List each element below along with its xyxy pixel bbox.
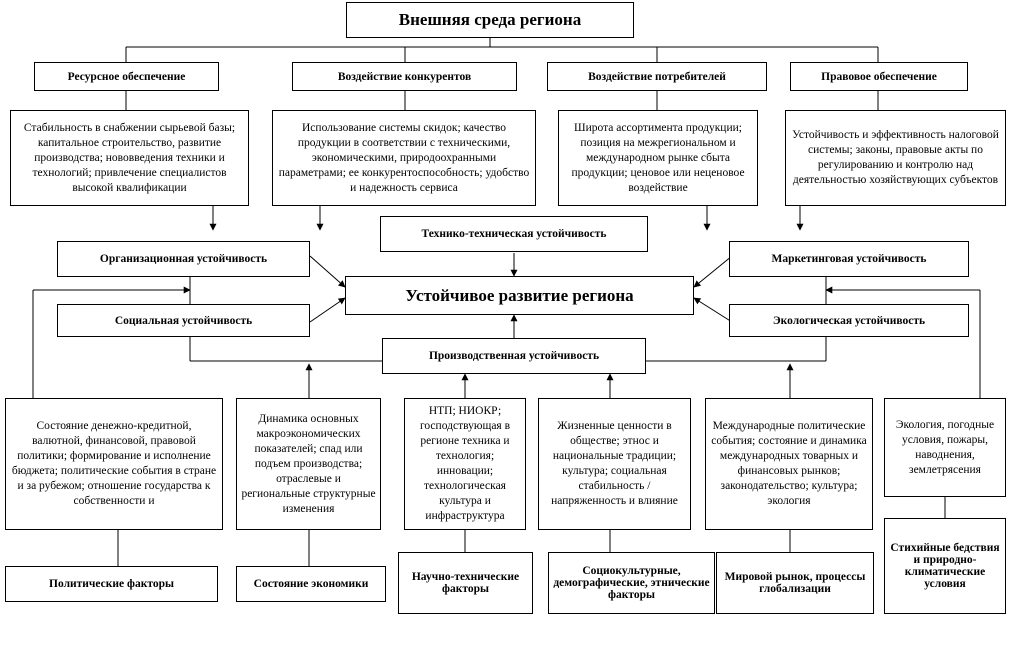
economy-text: Динамика основных макроэкономических пок… xyxy=(241,412,376,515)
economy-factors: Состояние экономики xyxy=(236,566,386,602)
resource-header: Ресурсное обеспечение xyxy=(34,62,219,91)
world-description: Международные политические события; сост… xyxy=(705,398,873,530)
scitech-factors: Научно-технические факторы xyxy=(398,552,533,614)
scitech-description: НТП; НИОКР; господствующая в регионе тех… xyxy=(404,398,526,530)
political-label: Политические факторы xyxy=(49,578,174,590)
ecological-sustainability: Экологическая устойчивость xyxy=(729,304,969,337)
consumers-text: Широта ассортимента продукции; позиция н… xyxy=(571,121,745,194)
ecological-label: Экологическая устойчивость xyxy=(772,314,926,327)
consumers-label: Воздействие потребителей xyxy=(588,70,726,83)
economy-description: Динамика основных макроэкономических пок… xyxy=(236,398,381,530)
competitors-header: Воздействие конкурентов xyxy=(292,62,517,91)
legal-description: Устойчивость и эффективность налоговой с… xyxy=(785,110,1006,206)
competitors-text: Использование системы скидок; качество п… xyxy=(278,121,530,194)
production-label: Производственная устойчивость xyxy=(428,350,600,362)
sociocultural-label: Социокультурные, демографические, этниче… xyxy=(553,565,710,601)
legal-text: Устойчивость и эффективность налоговой с… xyxy=(792,129,999,186)
organizational-sustainability: Организационная устойчивость xyxy=(57,241,310,277)
resource-text: Стабильность в снабжении сырьевой базы; … xyxy=(23,121,236,194)
resource-description: Стабильность в снабжении сырьевой базы; … xyxy=(10,110,249,206)
marketing-label: Маркетинговая устойчивость xyxy=(771,253,927,265)
scitech-text: НТП; НИОКР; господствующая в регионе тех… xyxy=(419,405,511,522)
competitors-description: Использование системы скидок; качество п… xyxy=(272,110,536,206)
world-text: Международные политические события; сост… xyxy=(711,420,867,507)
economy-label: Состояние экономики xyxy=(253,578,369,590)
technical-sustainability: Технико-техническая устойчивость xyxy=(380,216,648,252)
social-sustainability: Социальная устойчивость xyxy=(57,304,310,337)
resource-label: Ресурсное обеспечение xyxy=(67,70,186,83)
sociocultural-factors: Социокультурные, демографические, этниче… xyxy=(548,552,715,614)
sociocultural-text: Жизненные ценности в обществе; этнос и н… xyxy=(551,420,678,507)
political-description: Состояние денежно-кредитной, валютной, ф… xyxy=(5,398,223,530)
consumers-header: Воздействие потребителей xyxy=(547,62,767,91)
production-sustainability: Производственная устойчивость xyxy=(382,338,646,374)
nature-factors: Стихийные бедствия и природно-климатичес… xyxy=(884,518,1006,614)
legal-header: Правовое обеспечение xyxy=(790,62,968,91)
marketing-sustainability: Маркетинговая устойчивость xyxy=(729,241,969,277)
nature-label: Стихийные бедствия и природно-климатичес… xyxy=(890,542,1000,590)
center-text: Устойчивое развитие региона xyxy=(405,285,634,305)
nature-text: Экология, погодные условия, пожары, наво… xyxy=(895,418,995,476)
political-text: Состояние денежно-кредитной, валютной, ф… xyxy=(11,420,217,507)
political-factors: Политические факторы xyxy=(5,566,218,602)
world-factors: Мировой рынок, процессы глобализации xyxy=(716,552,874,614)
organizational-label: Организационная устойчивость xyxy=(99,253,268,265)
title-text: Внешняя среда региона xyxy=(398,10,582,29)
technical-label: Технико-техническая устойчивость xyxy=(421,228,607,240)
scitech-label: Научно-технические факторы xyxy=(411,571,520,595)
consumers-description: Широта ассортимента продукции; позиция н… xyxy=(558,110,758,206)
title-box: Внешняя среда региона xyxy=(346,2,634,38)
nature-description: Экология, погодные условия, пожары, наво… xyxy=(884,398,1006,497)
social-label: Социальная устойчивость xyxy=(114,314,253,327)
world-label: Мировой рынок, процессы глобализации xyxy=(724,571,866,595)
sociocultural-description: Жизненные ценности в обществе; этнос и н… xyxy=(538,398,691,530)
legal-label: Правовое обеспечение xyxy=(821,70,937,83)
competitors-label: Воздействие конкурентов xyxy=(337,70,472,83)
center-box: Устойчивое развитие региона xyxy=(345,276,694,315)
